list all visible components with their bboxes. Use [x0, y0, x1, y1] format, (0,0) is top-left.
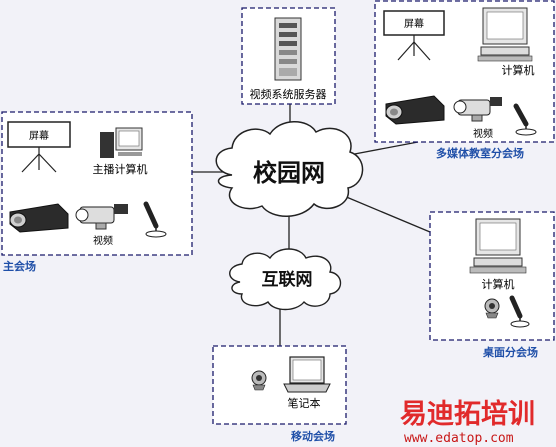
line-desktop-campus: [343, 195, 431, 233]
desktop-computer-label: 计算机: [482, 277, 515, 291]
main-screen-label: 屏幕: [29, 129, 49, 142]
main-computer-label: 主播计算机: [93, 162, 148, 176]
multimedia-room-node: 屏幕 计算机 视频 多媒体教室分会场: [374, 0, 555, 160]
multimedia-room-title: 多媒体教室分会场: [436, 146, 524, 160]
campus-network-cloud: 校园网: [215, 121, 364, 217]
server-icon: [274, 17, 302, 81]
main-venue-title: 主会场: [3, 259, 36, 273]
microphone-icon: [143, 201, 167, 238]
webcam-icon: [251, 370, 267, 391]
main-video-label: 视频: [93, 234, 113, 247]
main-venue-node: 屏幕 主播计算机 视频 主会场: [1, 111, 193, 273]
mobile-venue-title: 移动会场: [291, 429, 335, 443]
watermark: 易迪拓培训 www.edatop.com: [400, 399, 535, 446]
projection-screen-icon: [7, 121, 71, 173]
campus-network-label: 校园网: [253, 158, 325, 187]
projector-icon: [9, 203, 69, 233]
webcam-icon: [484, 298, 500, 319]
internet-label: 互联网: [262, 270, 313, 290]
desktop-venue-title: 桌面分会场: [482, 345, 538, 359]
computer-icon: [469, 218, 527, 274]
mobile-venue-node: 笔记本 移动会场: [212, 345, 347, 443]
projection-screen-icon: [383, 10, 445, 61]
video-camera-icon: [75, 204, 128, 230]
multimedia-screen-label: 屏幕: [404, 17, 424, 30]
laptop-icon: [283, 356, 331, 393]
microphone-icon: [509, 295, 530, 328]
computer-icon: [100, 127, 143, 158]
server-caption: 视频系统服务器: [250, 87, 327, 101]
watermark-brand: 易迪拓培训: [400, 399, 535, 430]
watermark-url: www.edatop.com: [404, 431, 514, 446]
multimedia-video-label: 视频: [473, 127, 493, 140]
multimedia-computer-label: 计算机: [502, 63, 535, 77]
laptop-label: 笔记本: [288, 396, 321, 410]
microphone-icon: [513, 103, 537, 136]
line-multimedia-campus: [343, 141, 419, 157]
video-camera-icon: [453, 97, 502, 122]
computer-icon: [477, 7, 533, 62]
desktop-venue-node: 计算机 桌面分会场: [429, 211, 555, 359]
server-node: 视频系统服务器: [241, 7, 336, 105]
projector-icon: [385, 95, 445, 125]
internet-cloud: 互联网: [229, 248, 342, 311]
